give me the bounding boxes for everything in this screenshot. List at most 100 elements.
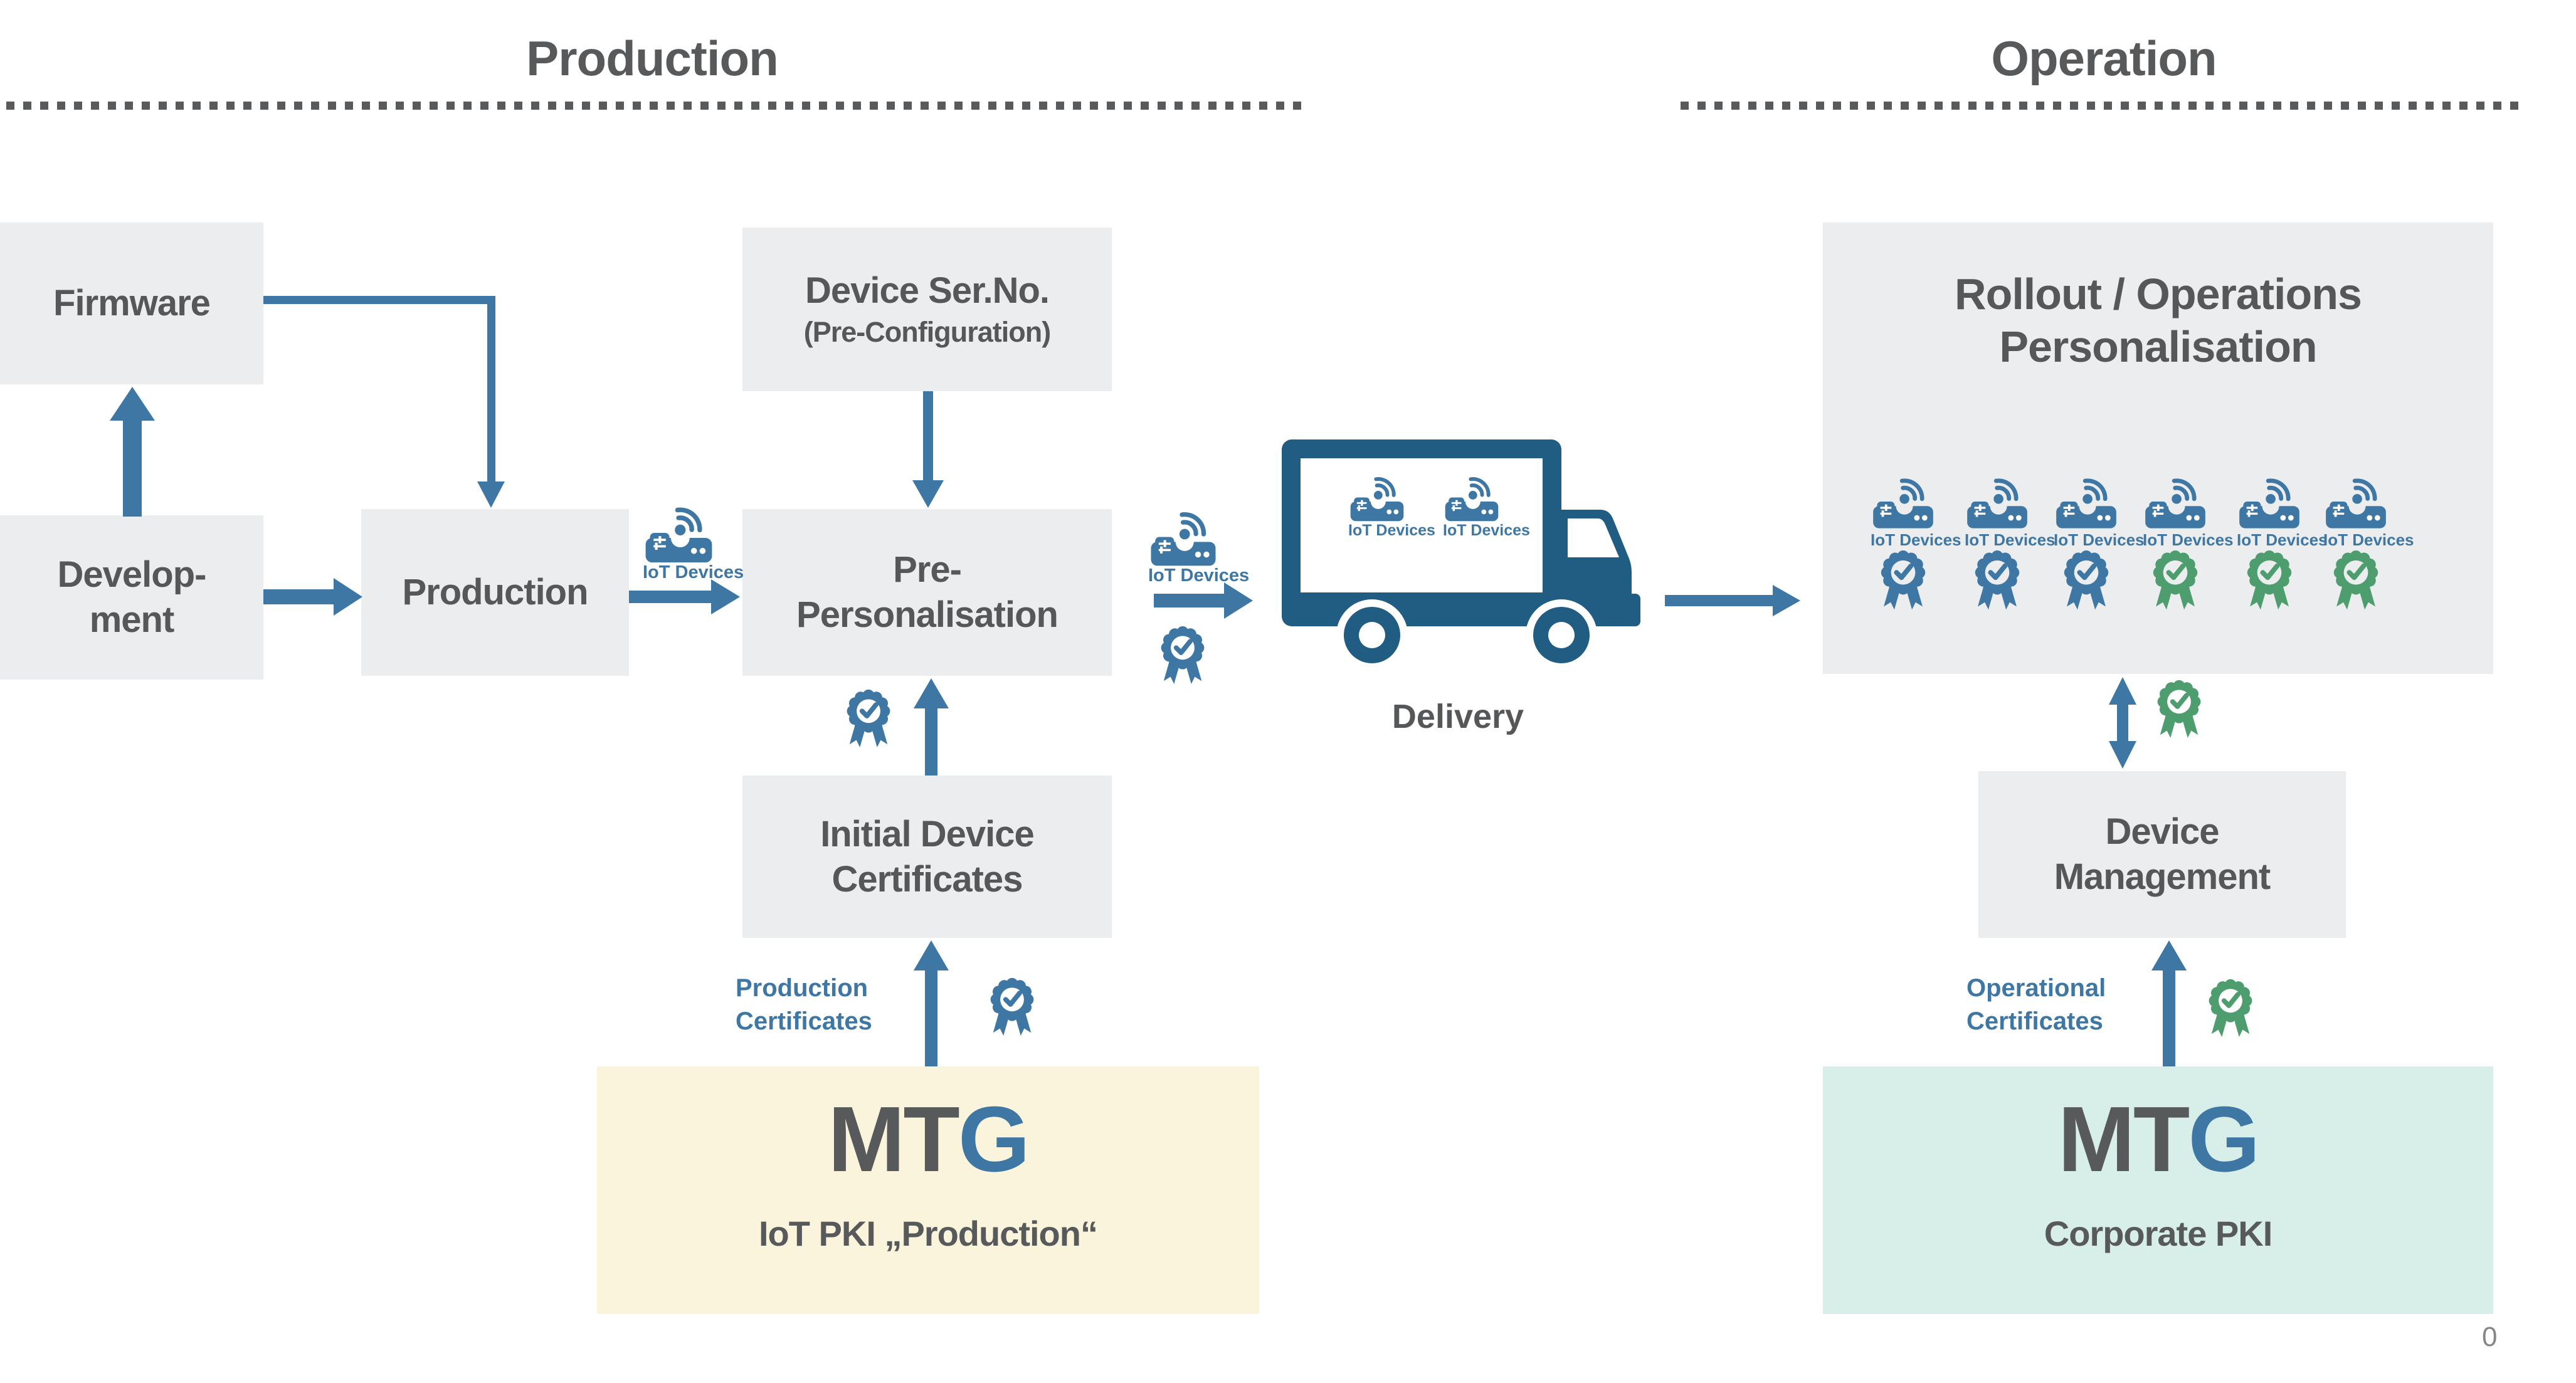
certificate-badge-blue (1970, 546, 2025, 629)
mtg-logo-g: G (2188, 1088, 2260, 1191)
page-number: 0 (2482, 1322, 2498, 1352)
iot-device-icon (1443, 471, 1501, 523)
box-initial-certs-line1: Initial Device (820, 813, 1035, 855)
box-pre-personalisation-line1: Pre- (893, 549, 962, 590)
operational-certificates-label: Operational Certificates (1966, 972, 2106, 1038)
box-production: Production (361, 509, 629, 676)
rollout-device-4: IoT Devices (2143, 472, 2234, 550)
rollout-device-5: IoT Devices (2237, 472, 2328, 550)
iot-devices-label: IoT Devices (1443, 522, 1530, 539)
production-divider-line (6, 102, 1303, 110)
arrow-firmware-to-production-head (477, 481, 505, 508)
box-production-label: Production (402, 572, 588, 613)
iot-devices-label: IoT Devices (1871, 530, 1961, 549)
iot-devices-label: IoT Devices (2237, 530, 2328, 549)
box-mtg-iot-pki-production: MTG IoT PKI „Production“ (597, 1066, 1259, 1314)
truck-iot-device-1: IoT Devices (1348, 471, 1435, 540)
arrow-development-to-firmware (123, 419, 142, 517)
arrow-corporatepki-to-devicemgmt-head (2151, 940, 2187, 970)
operational-certificates-line1: Operational (1966, 974, 2106, 1002)
certificate-badge-blue (1876, 546, 1931, 629)
section-title-production: Production (526, 31, 779, 86)
rollout-device-1: IoT Devices (1871, 472, 1961, 550)
box-development: Develop- ment (0, 515, 263, 680)
iot-devices-label: IoT Devices (2054, 530, 2145, 549)
box-development-line1: Develop- (57, 554, 207, 595)
iot-device-icon (643, 500, 715, 565)
certificate-badge-green (2204, 975, 2257, 1056)
box-initial-device-certificates: Initial Device Certificates (742, 776, 1112, 938)
production-certificates-line1: Production (736, 974, 868, 1002)
iot-device-icon (2237, 472, 2302, 531)
arrow-serno-to-prepersonalisation (923, 391, 933, 481)
box-rollout-operations: Rollout / Operations Personalisation IoT… (1823, 223, 2493, 674)
arrow-rollout-devicemgmt-shaft (2117, 703, 2128, 742)
certificate-badge-blue (985, 974, 1039, 1054)
truck-iot-device-2: IoT Devices (1443, 471, 1530, 540)
arrow-truck-to-rollout-head (1773, 585, 1800, 616)
box-device-mgmt-line2: Management (2054, 856, 2271, 897)
iot-device-icon (2054, 472, 2119, 531)
production-certificates-label: Production Certificates (736, 972, 872, 1038)
arrow-initialcerts-to-prepersonalisation-head (914, 678, 949, 708)
box-device-mgmt-line1: Device (2105, 811, 2219, 852)
box-development-line2: ment (89, 599, 175, 640)
iot-device-icon (1148, 505, 1218, 569)
section-title-operation: Operation (1991, 31, 2217, 86)
arrow-production-to-prepersonalisation (629, 591, 711, 603)
mtg-logo: MTG (1823, 1093, 2493, 1187)
rollout-device-3: IoT Devices (2054, 472, 2145, 550)
certificate-badge-blue (2059, 546, 2114, 629)
corporate-pki-subtitle: Corporate PKI (2044, 1214, 2273, 1253)
arrow-prepersonalisation-to-truck-head (1224, 582, 1253, 619)
iot-devices-label: IoT Devices (2323, 530, 2414, 549)
operation-divider-line (1681, 102, 2527, 110)
iot-devices-label: IoT Devices (2143, 530, 2234, 549)
box-device-serno-line2: (Pre-Configuration) (803, 315, 1051, 348)
arrow-development-to-firmware-head (110, 387, 155, 421)
iot-device-icon (2143, 472, 2208, 531)
iot-devices-label: IoT Devices (643, 562, 744, 582)
arrow-production-to-prepersonalisation-head (711, 579, 740, 614)
arrow-prepersonalisation-to-truck (1154, 594, 1224, 607)
rollout-title: Rollout / Operations Personalisation (1823, 268, 2493, 373)
certificate-badge-blue (1156, 622, 1210, 703)
box-firmware-label: Firmware (53, 283, 211, 323)
certificate-badge-green (2148, 546, 2203, 629)
box-mtg-corporate-pki: MTG Corporate PKI (1823, 1066, 2493, 1314)
rollout-title-line1: Rollout / Operations (1955, 270, 2362, 318)
certificate-badge-green (2242, 546, 2297, 629)
iot-devices-label: IoT Devices (1148, 565, 1250, 586)
arrow-serno-to-prepersonalisation-head (912, 480, 944, 508)
iot-devices-label: IoT Devices (1348, 522, 1435, 539)
box-device-serno: Device Ser.No. (Pre-Configuration) (742, 228, 1112, 391)
box-pre-personalisation: Pre- Personalisation (742, 509, 1112, 676)
operational-certificates-line2: Certificates (1966, 1007, 2103, 1035)
box-firmware: Firmware (0, 223, 263, 384)
iot-device-icon (1348, 471, 1406, 523)
box-device-serno-line1: Device Ser.No. (805, 270, 1050, 311)
arrow-corporatepki-to-devicemgmt (2163, 969, 2175, 1066)
production-certificates-line2: Certificates (736, 1007, 872, 1035)
mtg-logo-g: G (958, 1088, 1030, 1191)
certificate-badge-green (2328, 546, 2383, 629)
arrow-rollout-devicemgmt-head-down (2109, 741, 2136, 769)
box-pre-personalisation-line2: Personalisation (796, 594, 1058, 635)
iot-device-icon (1871, 472, 1936, 531)
box-device-management: Device Management (1978, 771, 2346, 938)
arrow-rollout-devicemgmt-head-up (2109, 677, 2136, 705)
rollout-device-6: IoT Devices (2323, 472, 2414, 550)
arrow-truck-to-rollout (1665, 595, 1773, 606)
arrow-initialcerts-to-prepersonalisation (925, 707, 937, 776)
iot-devices-group-production: IoT Devices (643, 500, 744, 583)
rollout-device-2: IoT Devices (1965, 472, 2056, 550)
rollout-title-line2: Personalisation (1999, 322, 2317, 371)
iot-devices-label: IoT Devices (1965, 530, 2056, 549)
certificate-badge-blue (842, 685, 895, 766)
iot-device-icon (1965, 472, 2030, 531)
arrow-pki-to-initialcerts-head (914, 940, 949, 970)
arrow-development-to-production (263, 589, 334, 604)
arrow-firmware-to-production-v (487, 296, 495, 483)
iot-devices-group-delivery: IoT Devices (1148, 505, 1250, 586)
